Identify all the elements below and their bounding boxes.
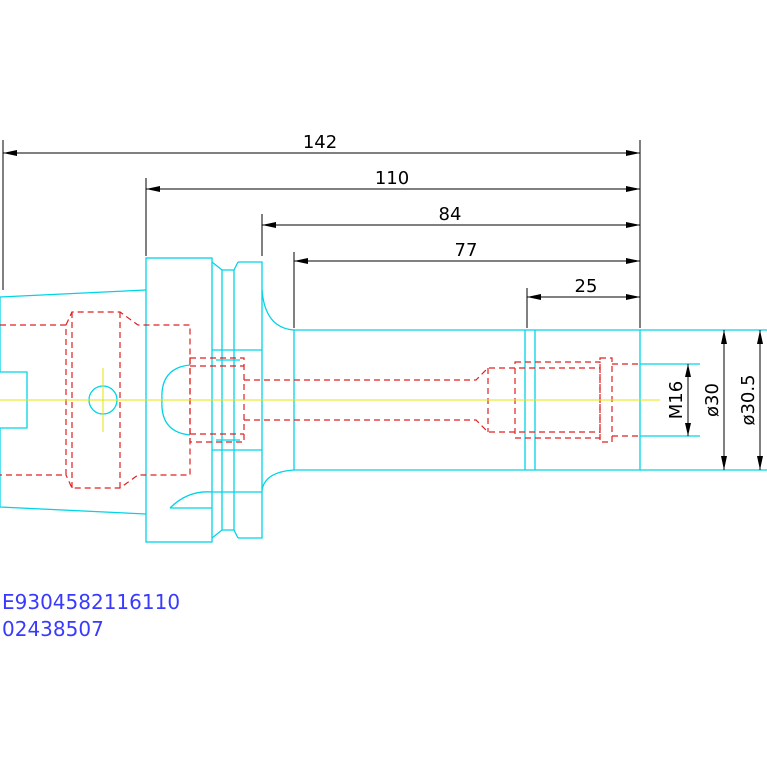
extension-lines [2, 140, 641, 328]
tip-face-lines [640, 329, 767, 471]
arrow-25-right [626, 294, 640, 300]
dimension-lines [2, 140, 763, 470]
arrow-m16-bottom [685, 423, 691, 436]
arrow-dia30-top [721, 330, 727, 344]
bottom-slot [169, 491, 262, 509]
arrow-m16-top [685, 364, 691, 377]
arrow-84-right [626, 222, 640, 228]
arrow-dia30-5-top [757, 330, 763, 344]
arrow-dia30-5-bottom [757, 456, 763, 470]
part-code-line-2: 02438507 [2, 617, 104, 641]
centerlines [0, 368, 660, 432]
dim-label-77: 77 [455, 240, 478, 261]
part-code-line-1: E9304582116110 [2, 590, 180, 614]
arrow-110-right [626, 186, 640, 192]
taper-shank [0, 289, 147, 515]
dim-label-m16: M16 [666, 381, 687, 419]
arrow-84-left [262, 222, 276, 228]
dim-label-110: 110 [375, 168, 409, 189]
arrow-77-right [626, 258, 640, 264]
dim-label-142: 142 [303, 132, 337, 153]
arrow-77-left [294, 258, 308, 264]
dim-label-25: 25 [575, 276, 598, 297]
arrow-142-left [3, 150, 17, 156]
arrow-110-left [146, 186, 160, 192]
dim-label-dia30-5: ø30.5 [738, 374, 759, 425]
arrow-25-left [527, 294, 541, 300]
thread-end [612, 363, 640, 437]
flange-inner-lines [212, 349, 262, 451]
coolant-port-inner [190, 365, 244, 435]
dim-label-84: 84 [439, 204, 462, 225]
dim-label-dia30: ø30 [702, 383, 723, 417]
arrow-dia30-bottom [721, 456, 727, 470]
arrow-142-right [626, 150, 640, 156]
neck-fillet [261, 289, 295, 491]
